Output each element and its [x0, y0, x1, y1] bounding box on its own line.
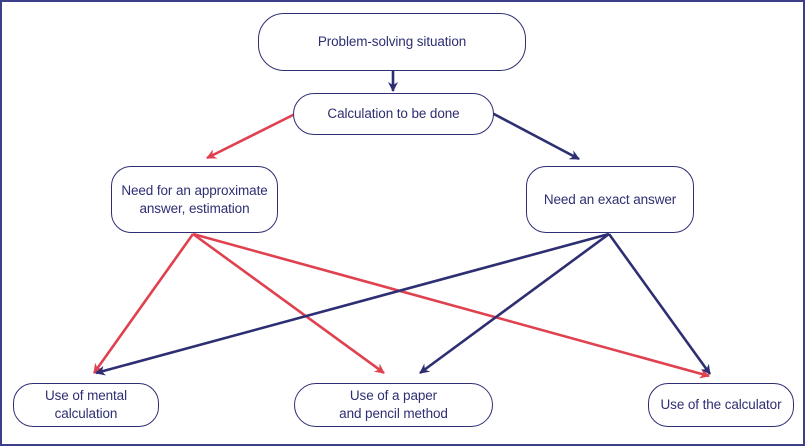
- edge-approx-to-paper: [192, 232, 385, 375]
- node-label: Problem-solving situation: [317, 34, 467, 49]
- node-need-approximate-answer: Need for an approximate answer, estimati…: [111, 166, 278, 233]
- node-need-exact-answer: Need an exact answer: [526, 166, 694, 233]
- node-calculation-to-be-done: Calculation to be done: [293, 93, 494, 135]
- edge-exact-to-mental: [95, 232, 610, 376]
- edge-calc-to-approx: [206, 112, 296, 160]
- node-label: Need an exact answer: [543, 191, 677, 207]
- node-use-of-paper-and-pencil: Use of a paper and pencil method: [294, 383, 493, 427]
- node-use-of-the-calculator: Use of the calculator: [648, 383, 794, 427]
- node-label-line1: Use of mental: [45, 388, 127, 403]
- node-use-of-mental-calculation: Use of mental calculation: [13, 383, 159, 427]
- edge-exact-to-calculator: [607, 233, 712, 375]
- edge-calc-to-exact: [491, 111, 580, 161]
- node-label-line2: and pencil method: [339, 406, 448, 421]
- node-label-line1: Use of a paper: [349, 388, 438, 403]
- node-label-line1: Need for an approximate: [121, 182, 268, 198]
- edge-exact-to-paper: [419, 232, 610, 375]
- node-label-line2: answer, estimation: [139, 200, 250, 216]
- node-label: Use of the calculator: [660, 397, 782, 412]
- node-problem-solving-situation: Problem-solving situation: [258, 13, 526, 71]
- edge-approx-to-calculator: [192, 232, 710, 379]
- node-label: Calculation to be done: [327, 106, 460, 121]
- node-label-line2: calculation: [54, 406, 118, 421]
- edge-approx-to-mental: [92, 233, 195, 374]
